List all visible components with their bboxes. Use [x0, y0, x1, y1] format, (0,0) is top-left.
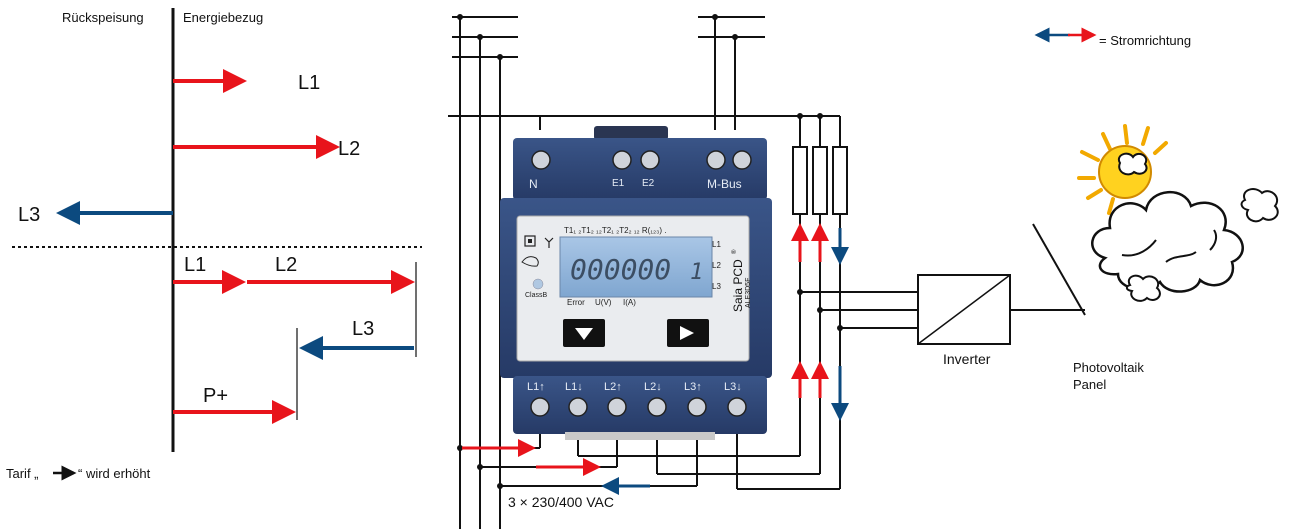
tariff-note-suffix: “ wird erhöht	[78, 466, 151, 481]
tariff-note-prefix: Tarif „	[6, 466, 39, 481]
down-button[interactable]	[563, 319, 605, 347]
brand-label: Saia PCD	[731, 259, 745, 312]
terminal-e2: E2	[642, 178, 655, 189]
lcd-top-row: T1₁ ₂T1₂ ₁₂T2₁ ₂T2₂ ₁₂ R(₁₂₃) .	[564, 226, 667, 235]
lcd-digits: 000000	[570, 253, 671, 286]
label-l1-top: L1	[298, 72, 320, 94]
bottom-terminal-screws	[530, 397, 747, 417]
wiring-mode-icon	[524, 235, 536, 247]
inverter-label: Inverter	[943, 351, 991, 367]
right-button[interactable]	[667, 319, 709, 347]
consumption-label: Energiebezug	[183, 10, 263, 25]
flow-arrows-fuse	[791, 223, 849, 421]
terminal-l1-in: L1↑	[527, 381, 545, 393]
terminal-l1-out: L1↓	[565, 381, 583, 393]
class-led	[532, 278, 544, 290]
supply-voltage-label: 3 × 230/400 VAC	[508, 494, 614, 510]
lcd-label-voltage: U(V)	[595, 298, 612, 307]
label-l1-bottom: L1	[184, 254, 206, 276]
terminal-l3-out: L3↓	[724, 381, 742, 393]
brand-mark: ®	[731, 249, 738, 254]
pv-label-line2: Panel	[1073, 377, 1106, 392]
terminal-l2-out: L2↓	[644, 381, 662, 393]
fuses	[792, 146, 848, 215]
legend-text: = Stromrichtung	[1099, 33, 1191, 48]
feed-in-label: Rückspeisung	[62, 10, 144, 25]
label-l3-bottom: L3	[352, 318, 374, 340]
pv-label-line1: Photovoltaik	[1073, 360, 1144, 375]
lcd-label-error: Error	[567, 298, 585, 307]
terminal-n: N	[529, 177, 538, 191]
down-arrow-icon	[575, 328, 593, 340]
sun-cloud-icon	[1077, 124, 1279, 302]
lcd-phase-l1: L1	[712, 240, 721, 249]
terminal-e1: E1	[612, 178, 625, 189]
right-arrow-icon	[680, 326, 694, 340]
lcd-phase-l3: L3	[712, 282, 721, 291]
hand-tamper-icon	[521, 256, 539, 267]
label-l2-top: L2	[338, 138, 360, 160]
star-connection-icon	[544, 237, 554, 248]
model-label: ALE3D5F	[745, 278, 752, 308]
label-l2-bottom: L2	[275, 254, 297, 276]
label-l3-top: L3	[18, 204, 40, 226]
lcd-phase-l2: L2	[712, 261, 721, 270]
label-p-plus: P+	[203, 385, 228, 407]
inverter	[917, 274, 1011, 345]
terminal-l2-in: L2↑	[604, 381, 622, 393]
energy-meter: N E1 E2 M-Bus T1₁ ₂T1₂ ₁₂T2₁ ₂T2₂ ₁₂ R(₁…	[500, 126, 772, 440]
junction-dots	[457, 14, 843, 489]
flow-arrows-supply	[462, 439, 650, 495]
class-label: ClassB	[525, 292, 548, 299]
top-terminal-screws	[531, 150, 752, 170]
terminal-l3-in: L3↑	[684, 381, 702, 393]
phasor-diagram: Rückspeisung Energiebezug L1 L2 L3 L1 L2…	[6, 8, 422, 481]
lcd-label-current: I(A)	[623, 298, 636, 307]
lcd-digit-tail: 1	[690, 260, 703, 285]
lcd-screen	[559, 236, 713, 298]
terminal-mbus: M-Bus	[707, 177, 742, 191]
legend: = Stromrichtung	[1034, 27, 1191, 48]
